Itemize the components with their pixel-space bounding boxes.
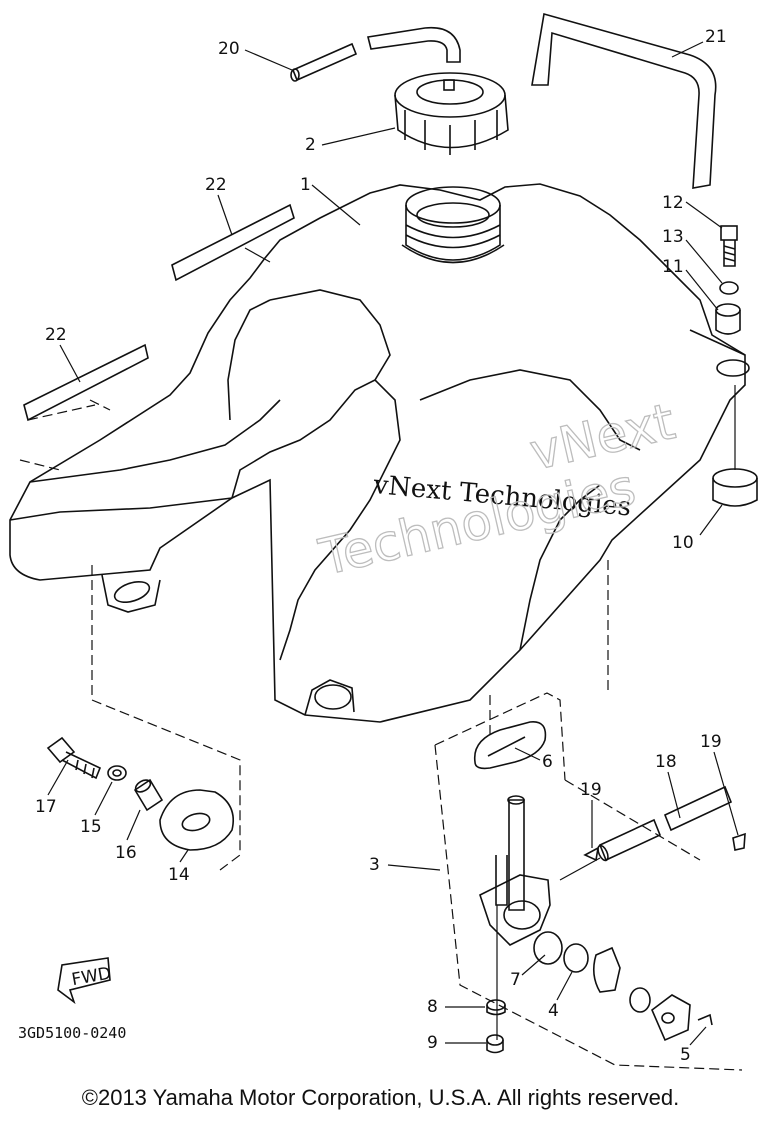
svg-text:17: 17 [35, 797, 57, 817]
callout-17: 17 [35, 759, 69, 817]
callout-22-upper: 22 [205, 175, 233, 236]
callout-19-left: 19 [580, 780, 602, 848]
svg-text:16: 16 [115, 843, 137, 863]
cock-parts [533, 931, 713, 1042]
damper-10 [712, 385, 758, 507]
callout-8: 8 [427, 997, 485, 1017]
callout-16: 16 [115, 809, 141, 863]
svg-text:8: 8 [427, 997, 438, 1017]
washer-15 [107, 765, 127, 781]
breather-hose [290, 26, 461, 82]
callout-19-right: 19 [700, 732, 739, 836]
washer-8 [486, 999, 506, 1016]
svg-text:2: 2 [305, 135, 316, 155]
fuel-hose-18 [559, 785, 733, 881]
callout-7: 7 [510, 954, 546, 990]
svg-text:19: 19 [580, 780, 602, 800]
watermark: vNext Technologies vNext Technologies [313, 392, 681, 588]
screw-9 [486, 1034, 504, 1054]
callout-5: 5 [680, 1026, 707, 1065]
callout-20: 20 [218, 39, 293, 71]
fuel-cap [394, 72, 509, 155]
clip-19-b [732, 832, 746, 851]
svg-text:10: 10 [672, 533, 694, 553]
callout-2: 2 [305, 127, 396, 155]
fuel-cock-body [479, 795, 551, 1040]
callout-10: 10 [672, 504, 723, 553]
svg-text:12: 12 [662, 193, 684, 213]
petcock-group [91, 560, 743, 1071]
bolt-12 [720, 225, 738, 267]
svg-text:4: 4 [548, 1001, 559, 1021]
svg-text:22: 22 [45, 325, 67, 345]
watermark-outline-2: Technologies [314, 458, 641, 587]
fwd-label: FWD [70, 964, 113, 991]
collar-16 [133, 778, 164, 812]
callout-22-lower: 22 [45, 325, 81, 383]
callout-6: 6 [514, 747, 553, 772]
svg-text:22: 22 [205, 175, 227, 195]
svg-text:3: 3 [369, 855, 380, 875]
svg-text:5: 5 [680, 1045, 691, 1065]
vent-hose [531, 12, 717, 189]
collar-11 [715, 303, 741, 335]
svg-text:13: 13 [662, 227, 684, 247]
damper-14 [159, 789, 234, 851]
callout-9: 9 [427, 1033, 486, 1053]
svg-text:7: 7 [510, 970, 521, 990]
washer-13 [719, 281, 739, 295]
svg-text:18: 18 [655, 752, 677, 772]
callout-14: 14 [168, 849, 190, 885]
callout-4: 4 [548, 971, 573, 1021]
copyright-notice: ©2013 Yamaha Motor Corporation, U.S.A. A… [81, 1085, 680, 1110]
gasket-6 [473, 721, 547, 770]
bolt-17 [46, 736, 102, 780]
diagram-code: 3GD5100-0240 [18, 1024, 126, 1042]
callout-18: 18 [655, 752, 681, 819]
svg-text:20: 20 [218, 39, 240, 59]
clip-19-a [583, 846, 600, 862]
svg-text:9: 9 [427, 1033, 438, 1053]
callout-15: 15 [80, 781, 113, 837]
svg-text:6: 6 [542, 752, 553, 772]
svg-text:15: 15 [80, 817, 102, 837]
svg-text:14: 14 [168, 865, 190, 885]
svg-text:1: 1 [300, 175, 311, 195]
callout-13: 13 [662, 227, 723, 284]
fuel-tank [9, 183, 750, 723]
callout-12: 12 [662, 193, 723, 229]
svg-text:21: 21 [705, 27, 727, 47]
callout-1: 1 [300, 175, 361, 226]
seal-strip-upper [171, 203, 295, 282]
svg-text:11: 11 [662, 257, 684, 277]
callout-11: 11 [662, 257, 719, 311]
callout-3: 3 [369, 855, 441, 875]
seal-strip-lower [19, 343, 149, 471]
svg-text:19: 19 [700, 732, 722, 752]
fwd-arrow: FWD [57, 957, 113, 1005]
callout-21: 21 [671, 27, 727, 58]
